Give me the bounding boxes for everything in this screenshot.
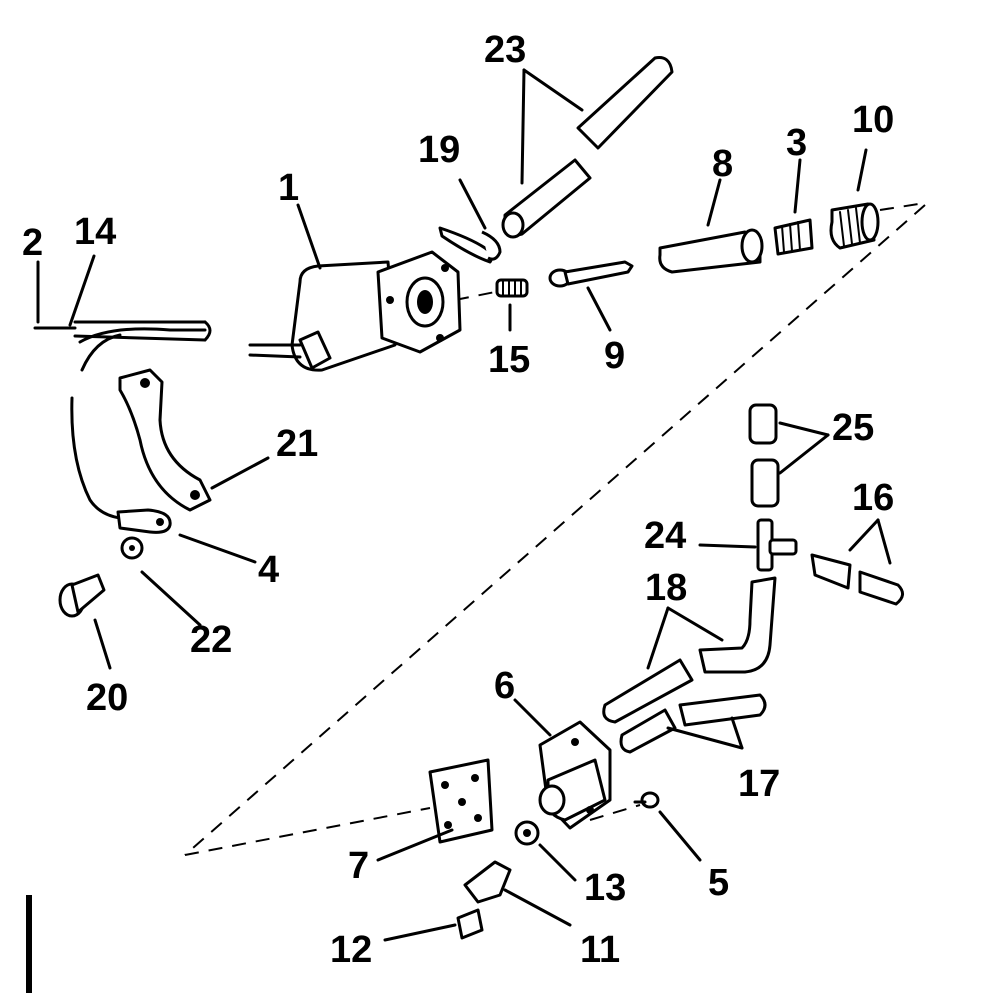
callout-19: 19 [418, 129, 460, 171]
callout-6: 6 [494, 665, 515, 707]
callout-22: 22 [190, 619, 232, 661]
part-8-sleeve [658, 228, 764, 274]
callout-16: 16 [852, 477, 894, 519]
leader-lines [36, 68, 892, 942]
part-21-clamp-bracket [118, 368, 212, 512]
callout-1: 1 [278, 167, 299, 209]
assembly-dashed-lines [184, 202, 926, 856]
callout-17: 17 [738, 763, 780, 805]
part-2-14-lead-wires [33, 320, 212, 372]
callout-8: 8 [712, 143, 733, 185]
part-11-fitting [463, 860, 512, 904]
part-17-hoses [619, 693, 767, 754]
part-10-cap [829, 202, 880, 250]
callout-14: 14 [74, 211, 116, 253]
part-12-cap [456, 908, 484, 940]
part-19-clip [438, 226, 502, 264]
part-4-ground-lead [70, 396, 172, 534]
part-3-spring [773, 218, 814, 256]
callout-7: 7 [348, 845, 369, 887]
callout-5: 5 [708, 862, 729, 904]
callout-25: 25 [832, 407, 874, 449]
part-25-hoses [748, 403, 780, 508]
callout-24: 24 [644, 515, 686, 557]
part-24-tee [756, 518, 798, 572]
part-6-fuel-pump [538, 720, 612, 830]
callout-18: 18 [645, 567, 687, 609]
part-23-hose [501, 56, 674, 239]
part-5-screw [633, 791, 660, 809]
part-13-o-ring [514, 820, 540, 846]
part-20-screw [58, 573, 106, 618]
callout-23: 23 [484, 29, 526, 71]
callout-labels: 1 2 3 4 5 6 7 8 9 10 11 12 13 14 15 16 1… [22, 29, 894, 971]
callout-15: 15 [488, 339, 530, 381]
part-22-lock-washer [120, 536, 144, 560]
part-1-motor [248, 250, 462, 372]
callout-12: 12 [330, 929, 372, 971]
part-7-gasket [428, 758, 494, 844]
callout-2: 2 [22, 222, 43, 264]
callout-10: 10 [852, 99, 894, 141]
part-16-hoses [810, 553, 904, 606]
callout-9: 9 [604, 335, 625, 377]
callout-3: 3 [786, 122, 807, 164]
callout-13: 13 [584, 867, 626, 909]
part-15-spring [495, 278, 529, 298]
callout-4: 4 [258, 549, 279, 591]
callout-20: 20 [86, 677, 128, 719]
callout-11: 11 [580, 929, 620, 971]
callout-21: 21 [276, 423, 318, 465]
part-9-plunger [548, 260, 634, 288]
part-18-hoses [602, 576, 777, 724]
margin-bar [26, 895, 32, 993]
